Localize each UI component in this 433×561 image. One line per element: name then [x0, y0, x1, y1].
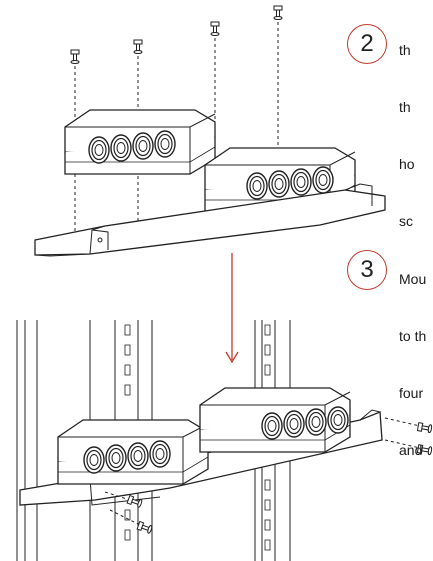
step-3-line: Mou — [399, 271, 427, 287]
screw-icon — [126, 495, 144, 509]
rack-tray — [34, 183, 386, 257]
step-3-badge: 3 — [347, 250, 387, 290]
step-3-number: 3 — [360, 256, 374, 283]
step-2-number: 2 — [360, 30, 374, 57]
step2-exploded-view — [34, 5, 386, 257]
step-2-badge: 2 — [347, 24, 387, 64]
step-3-line: four — [399, 385, 424, 401]
screw-icon — [210, 21, 220, 36]
module-enclosure — [64, 109, 216, 175]
screw-icon — [70, 49, 80, 64]
screw-icon — [136, 521, 154, 535]
module-enclosure — [199, 387, 351, 453]
step-2-line: th — [399, 42, 411, 58]
step-3-line: to th — [399, 328, 427, 344]
step-2-line: ho — [399, 156, 415, 172]
module-enclosure — [57, 419, 209, 485]
screw-icon — [273, 5, 283, 20]
step-2-line: th — [399, 99, 411, 115]
step3-rack-view — [16, 320, 433, 561]
screw-icon — [133, 39, 143, 54]
step-3-line: and — [399, 442, 423, 458]
step-3-text: Mou to th four and — [399, 232, 433, 479]
step-2-text: th th ho sc — [399, 3, 433, 250]
step-arrow — [225, 253, 239, 364]
step-2-line: sc — [399, 213, 413, 229]
